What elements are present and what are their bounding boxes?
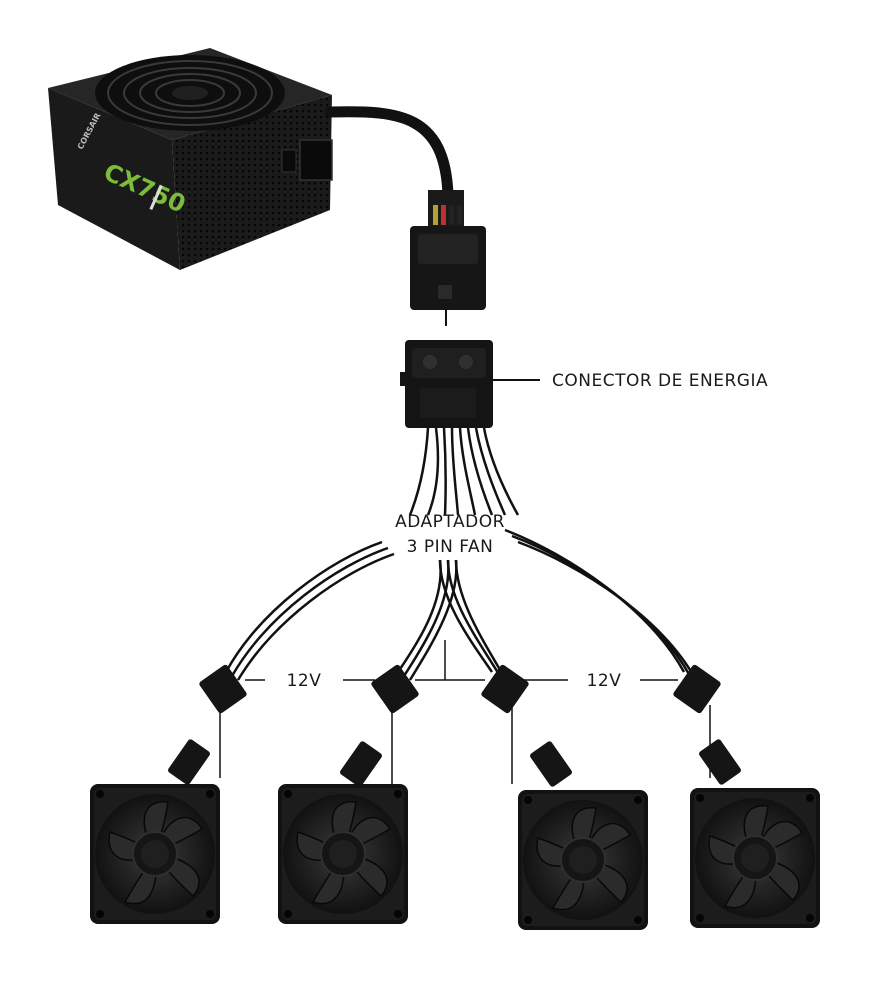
fan-plug-1: [199, 664, 247, 714]
fan-branch-cables: [224, 528, 698, 681]
voltage-label-left: 12V: [287, 671, 322, 691]
fan-plug-2: [371, 664, 419, 714]
case-fan-3: [517, 789, 649, 931]
case-fan-1: [89, 783, 221, 925]
case-fan-2: [277, 783, 409, 925]
psu-molex-plug: [410, 226, 486, 326]
power-connector: [400, 340, 493, 428]
adapter-wire-bundle: [408, 427, 520, 516]
fan-header-stubs: [168, 739, 741, 787]
power-supply-unit: CORSAIR CX750: [48, 48, 333, 270]
plug-to-fan-leaders: [219, 705, 711, 784]
fan-plug-3: [481, 664, 529, 714]
psu-fan-grill: [95, 55, 285, 131]
fan-plug-4: [673, 664, 721, 714]
voltage-label-right: 12V: [587, 671, 622, 691]
adapter-label-line1: ADAPTADOR: [395, 512, 505, 532]
case-fan-4: [689, 787, 821, 929]
psu-power-socket: [299, 139, 333, 181]
psu-output-cable: [324, 106, 454, 201]
adapter-label-line2: 3 PIN FAN: [407, 537, 494, 557]
voltage-indicator-lines: [245, 640, 678, 681]
connector-label: CONECTOR DE ENERGIA: [552, 371, 768, 391]
psu-power-switch: [281, 149, 297, 173]
